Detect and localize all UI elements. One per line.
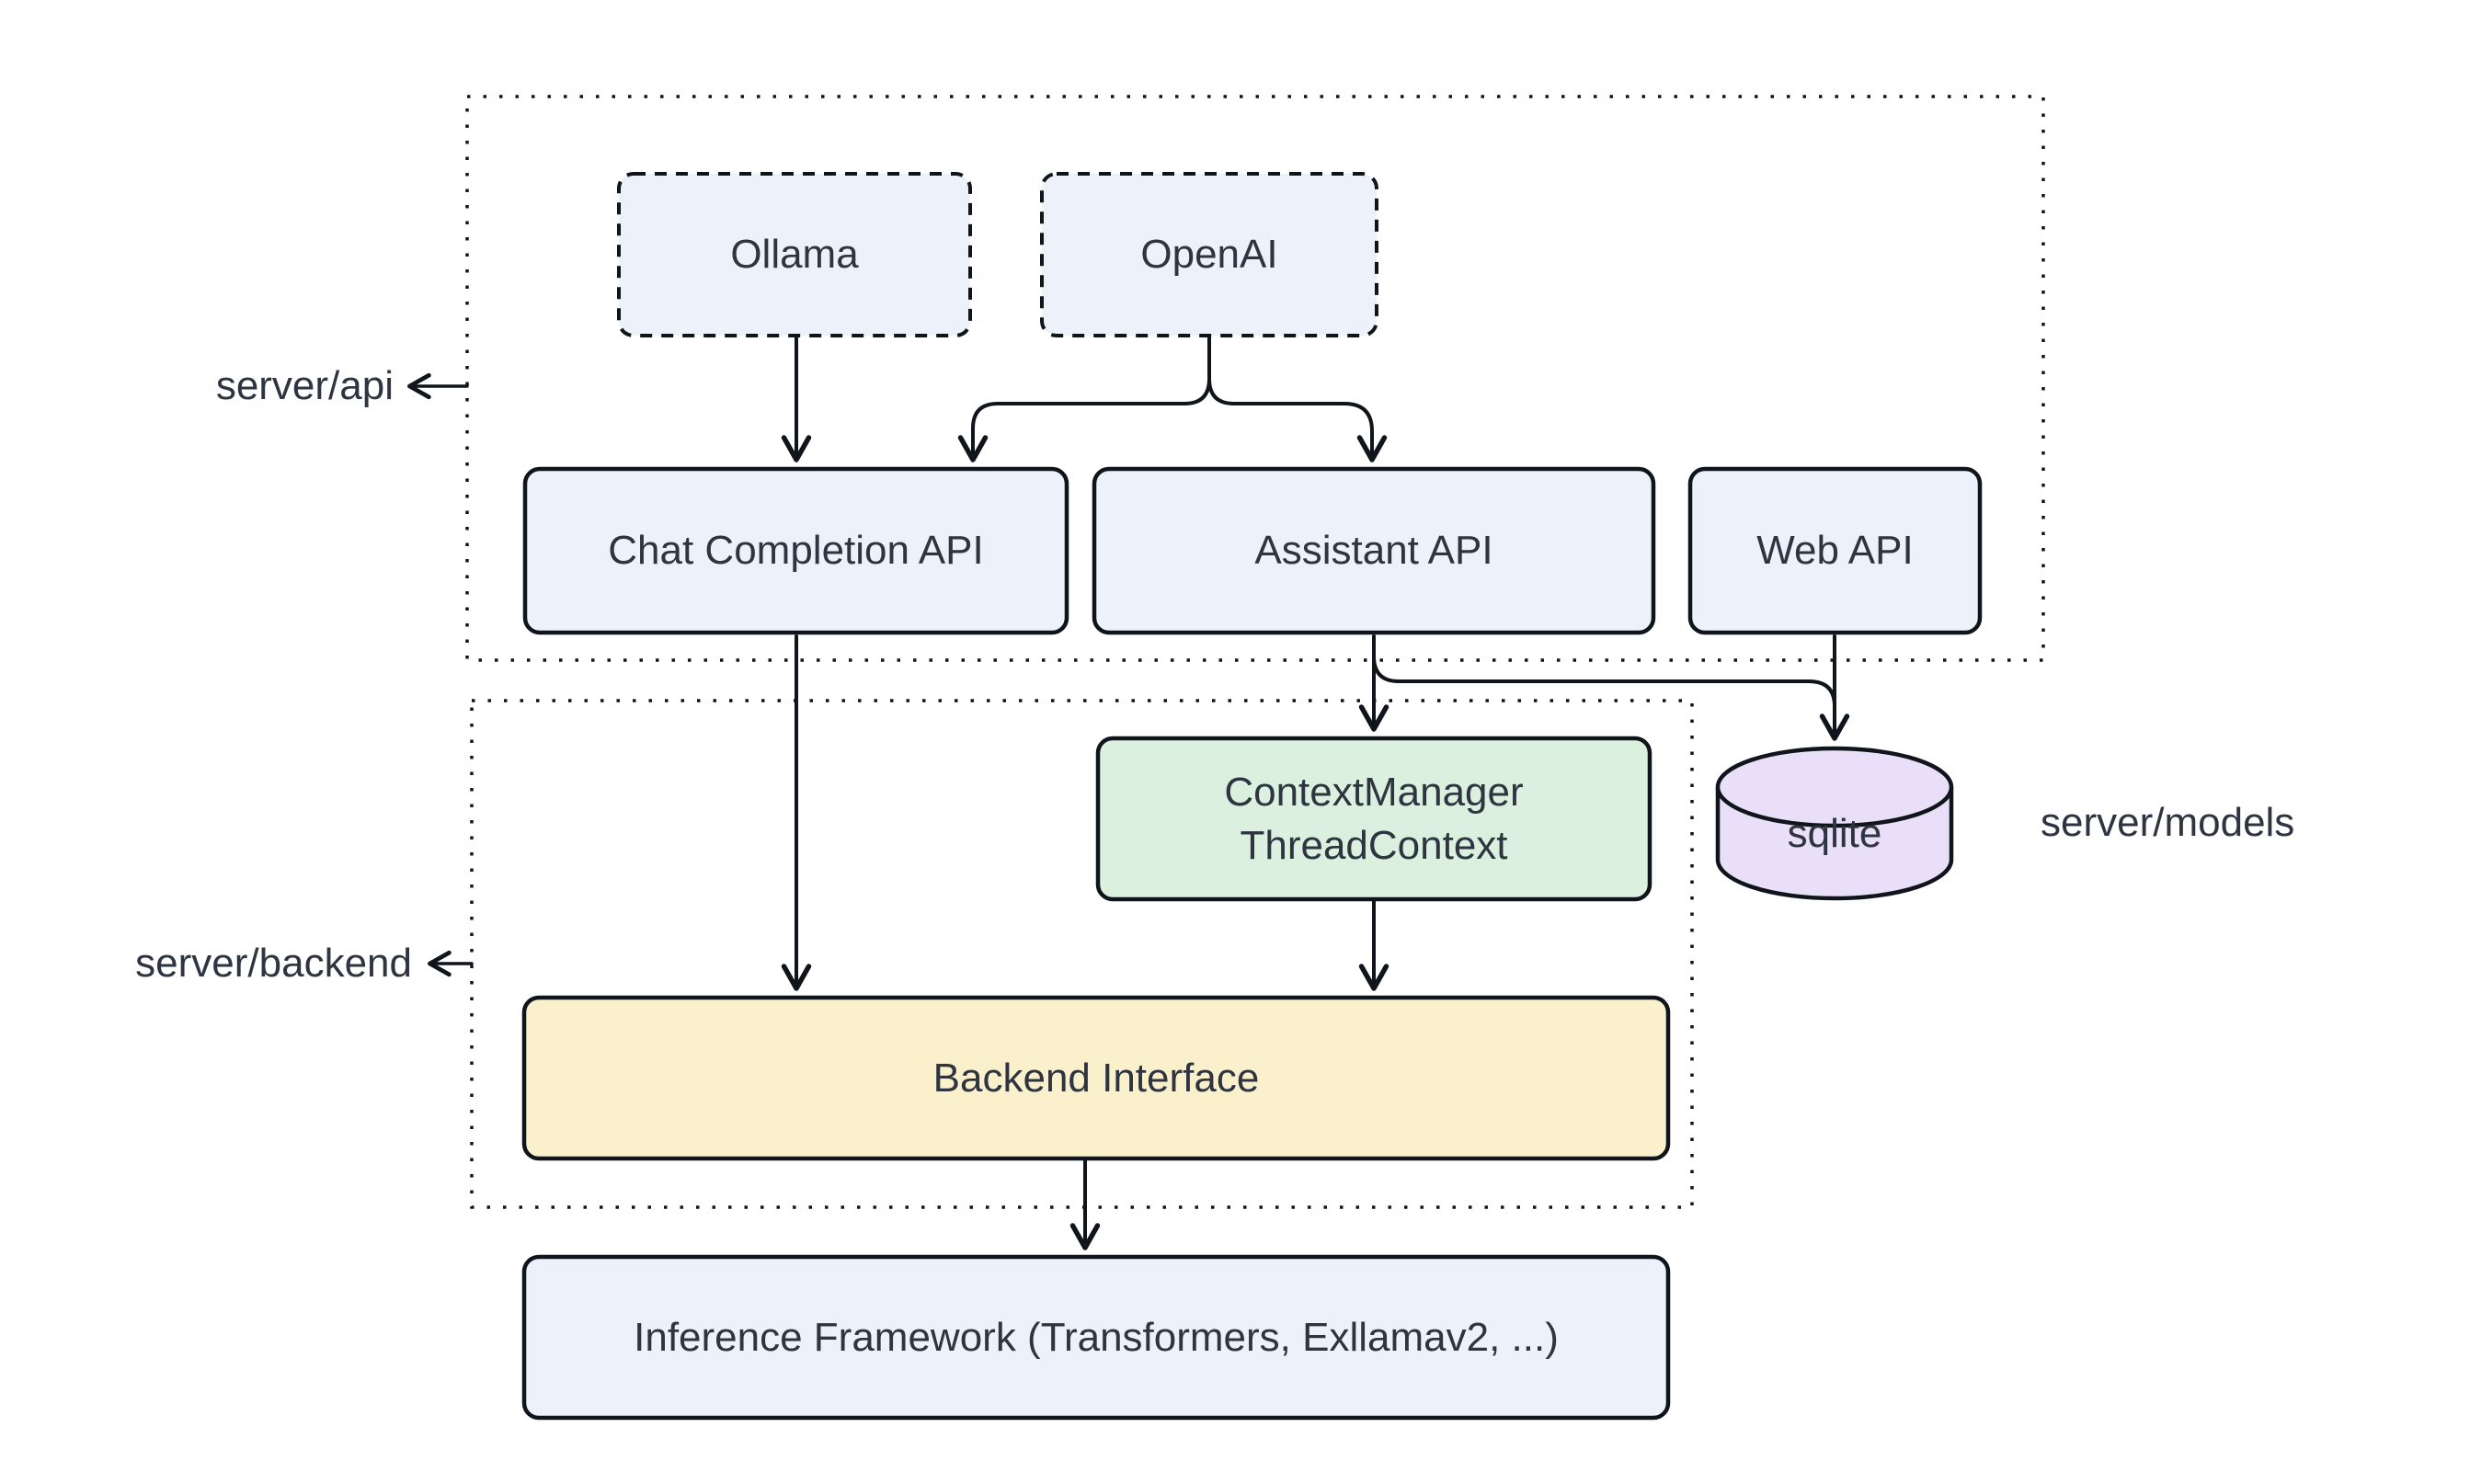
- ollama-node-label: Ollama: [730, 232, 859, 277]
- sqlite-cylinder-body-outline: [1715, 787, 1954, 901]
- context-manager-node-label: ContextManager ThreadContext: [1098, 738, 1650, 899]
- edge-openai-to-assistant: [1207, 368, 1388, 462]
- assistant-api-node-label: Assistant API: [1254, 528, 1493, 573]
- sqlite-cylinder-top: [1715, 746, 1954, 828]
- server-api-container-label: server/api: [215, 363, 394, 408]
- chat-completion-api-node-label: Chat Completion API: [608, 528, 984, 573]
- backend-interface-node-box: [521, 995, 1671, 1161]
- server-backend-container-label: server/backend: [135, 941, 412, 986]
- web-api-node-label: Web API: [1756, 528, 1914, 573]
- openai-node-label: OpenAI: [1140, 232, 1278, 277]
- inference-framework-node-label: Inference Framework (Transformers, Exlla…: [634, 1314, 1559, 1360]
- chat-completion-api-node-box: [522, 466, 1069, 635]
- ollama-node-box: [617, 172, 972, 337]
- sqlite-node-label: sqlite: [1787, 811, 1882, 856]
- backend-interface-node-label: Backend Interface: [932, 1055, 1260, 1101]
- web-api-node-box: [1687, 466, 1983, 635]
- assistant-api-node-box: [1092, 466, 1656, 635]
- edge-assistant-branch-to-sqlite: [1372, 655, 1836, 712]
- edge-openai-to-chat-completion: [957, 336, 1211, 462]
- inference-framework-node-box: [521, 1254, 1671, 1421]
- server-models-annotation-label: server/models: [2041, 800, 2295, 845]
- context-manager-label-line2: ThreadContext: [1240, 822, 1508, 868]
- context-manager-label-line1: ContextManager: [1224, 769, 1524, 815]
